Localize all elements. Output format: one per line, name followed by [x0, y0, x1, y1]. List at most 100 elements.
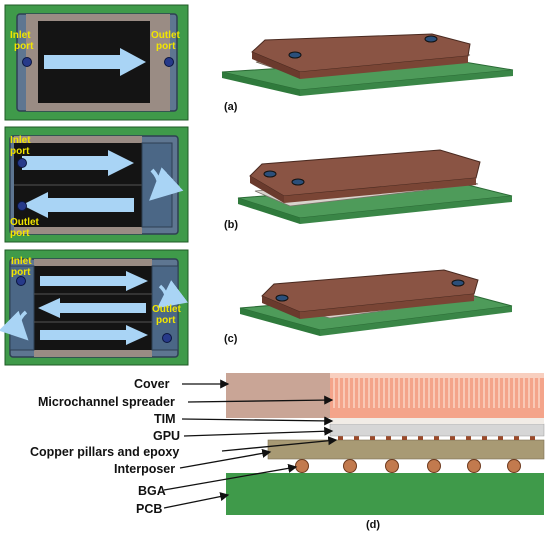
copper-pillar	[434, 436, 439, 440]
label-microchannel-spreader: Microchannel spreader	[38, 395, 175, 409]
panel-b-tag: (b)	[224, 219, 238, 231]
panel-a-outlet-line1: Outlet	[151, 30, 181, 41]
microchannel-fin	[458, 378, 460, 408]
bga-ball	[427, 459, 441, 473]
panel-c-outlet-line1: Outlet	[152, 304, 182, 315]
cross-section: (d)	[226, 373, 545, 531]
microchannel-fin	[378, 378, 380, 408]
microchannel-fin	[428, 378, 430, 408]
label-gpu: GPU	[153, 429, 180, 443]
microchannel-fin	[348, 378, 350, 408]
microchannel-fins	[333, 378, 540, 408]
port-circle-icon	[291, 178, 305, 186]
copper-pillar	[530, 436, 535, 440]
microchannel-fin	[423, 378, 425, 408]
pointer-arrow-icon	[163, 492, 230, 509]
microchannel-fin	[443, 378, 445, 408]
bga-ball	[385, 459, 399, 473]
pointer-arrow-icon	[187, 395, 334, 405]
microchannel-fin	[463, 378, 465, 408]
microchannel-fin	[483, 378, 485, 408]
panel-b-outlet-line2: port	[10, 228, 30, 239]
panel-b-outlet-line1: Outlet	[10, 217, 40, 228]
microchannel-fin	[453, 378, 455, 408]
panel-c-outlet-line2: port	[156, 315, 176, 326]
microchannel-fin	[518, 378, 520, 408]
bga-ball	[467, 459, 481, 473]
microchannel-fin	[438, 378, 440, 408]
render-a: (a)	[221, 33, 514, 113]
copper-pillar	[498, 436, 503, 440]
bga-ball	[295, 459, 309, 473]
pcb-layer	[226, 473, 544, 515]
microchannel-fin	[523, 378, 525, 408]
microchannel-fin	[468, 378, 470, 408]
flow-arrow-icon	[40, 271, 148, 291]
microchannel-fin	[533, 378, 535, 408]
pointer-arrow-icon	[179, 448, 272, 469]
copper-pillar	[450, 436, 455, 440]
microchannel-fin	[383, 378, 385, 408]
u-turn-arrow-icon	[157, 280, 188, 309]
label-interposer: Interposer	[114, 462, 175, 476]
inlet-port-icon	[17, 158, 27, 168]
inlet-port-icon	[22, 57, 32, 67]
microchannel-fin	[448, 378, 450, 408]
port-circle-icon	[424, 35, 438, 43]
microchannel-fin	[433, 378, 435, 408]
port-circle-icon	[288, 51, 302, 59]
pointer-arrow-icon	[181, 416, 334, 426]
copper-pillar	[338, 436, 343, 440]
microchannel-fin	[398, 378, 400, 408]
label-copper-pillars-and-epoxy: Copper pillars and epoxy	[30, 445, 179, 459]
pointer-arrow-icon	[183, 426, 334, 437]
copper-pillar	[418, 436, 423, 440]
copper-pillar	[370, 436, 375, 440]
microchannel-fin	[413, 378, 415, 408]
bga-balls	[295, 459, 521, 473]
port-circle-icon	[263, 170, 277, 178]
microchannel-fin	[363, 378, 365, 408]
copper-pillar	[402, 436, 407, 440]
inlet-port-icon	[16, 276, 26, 286]
label-tim: TIM	[154, 412, 176, 426]
panel-a-outlet-line2: port	[156, 41, 176, 52]
label-bga: BGA	[138, 484, 166, 498]
microchannel-fin	[493, 378, 495, 408]
layer-labels: Cover Microchannel spreader TIM GPU Copp…	[30, 377, 338, 516]
microchannel-fin	[418, 378, 420, 408]
panel-b-inlet-line1: Inlet	[10, 135, 31, 146]
copper-pillar	[354, 436, 359, 440]
u-turn-arrow-icon	[0, 310, 29, 341]
copper-pillar	[482, 436, 487, 440]
label-cover: Cover	[134, 377, 170, 391]
microchannel-fin	[478, 378, 480, 408]
outlet-port-icon	[162, 333, 172, 343]
pointer-arrow-icon	[163, 463, 298, 491]
panel-a-tag: (a)	[224, 101, 238, 113]
gpu-layer	[329, 423, 545, 437]
flow-arrow-icon	[22, 150, 134, 176]
microchannel-fin	[373, 378, 375, 408]
flow-arrow-icon	[40, 325, 148, 345]
microchannel-fin	[408, 378, 410, 408]
panel-d-tag: (d)	[366, 519, 380, 531]
microchannel-fin	[473, 378, 475, 408]
microchannel-fin	[538, 378, 540, 408]
microchannel-fin	[528, 378, 530, 408]
u-turn-arrow-icon	[149, 167, 184, 201]
microchannel-fin	[358, 378, 360, 408]
microchannel-fin	[388, 378, 390, 408]
microchannel-fin	[368, 378, 370, 408]
panel-a-inlet-line1: Inlet	[10, 30, 31, 41]
